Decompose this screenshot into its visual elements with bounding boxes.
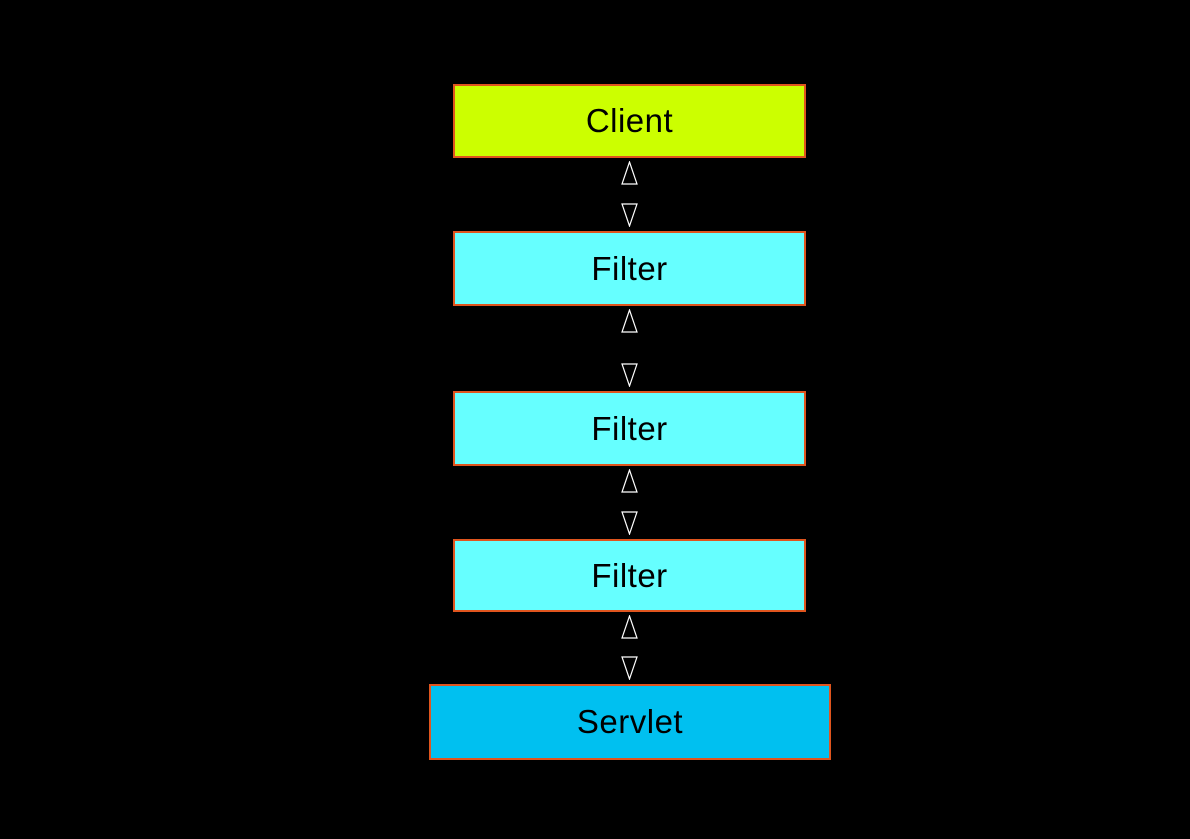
- node-servlet-label: Servlet: [576, 703, 684, 740]
- node-filter-2: Filter: [453, 391, 806, 466]
- arrow-up-icon: [621, 161, 638, 185]
- arrow-down-icon: [621, 363, 638, 387]
- connector-filter2-filter3: [621, 469, 638, 535]
- node-servlet: Servlet: [429, 684, 831, 760]
- arrow-up-icon: [621, 309, 638, 333]
- arrow-down-icon: [621, 203, 638, 227]
- node-filter-3-label: Filter: [591, 556, 668, 594]
- connector-client-filter1: [621, 161, 638, 227]
- node-client-label: Client: [585, 102, 674, 139]
- connector-filter3-servlet: [621, 615, 638, 680]
- connector-filter1-filter2: [621, 309, 638, 387]
- node-filter-1-label: Filter: [591, 249, 668, 287]
- arrow-up-icon: [621, 615, 638, 639]
- node-filter-3: Filter: [453, 539, 806, 612]
- arrow-down-icon: [621, 656, 638, 680]
- node-client: Client: [453, 84, 806, 158]
- node-filter-1: Filter: [453, 231, 806, 306]
- arrow-up-icon: [621, 469, 638, 493]
- node-filter-2-label: Filter: [591, 409, 668, 447]
- arrow-down-icon: [621, 511, 638, 535]
